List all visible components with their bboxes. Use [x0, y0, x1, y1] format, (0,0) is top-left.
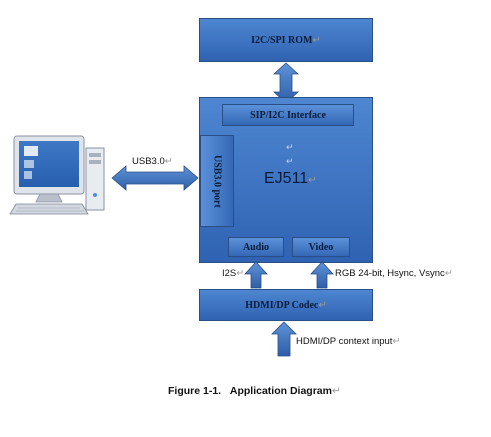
i2s-arrow — [244, 261, 268, 289]
video-box: Video — [292, 237, 350, 257]
hdmi-input-label: HDMI/DP context input↵ — [296, 336, 400, 347]
audio-box: Audio — [228, 237, 284, 257]
caption-title: Application Diagram — [229, 385, 332, 397]
paragraph-mark-icon: ↵ — [164, 156, 173, 167]
usb-link-text: USB3.0 — [132, 156, 165, 167]
paragraph-mark-icon: ↵ — [444, 268, 453, 279]
paragraph-mark-icon: ↵ — [392, 336, 401, 347]
paragraph-mark-icon: ↵ — [331, 385, 341, 397]
usb-arrow — [111, 165, 199, 191]
paragraph-mark-icon: ↵ — [286, 156, 294, 166]
codec-box: HDMI/DP Codec ↵ — [199, 289, 373, 321]
rom-box: I2C/SPI ROM ↵ — [199, 18, 373, 62]
chip-name: EJ511↵ — [264, 170, 317, 188]
paragraph-mark-icon: ↵ — [236, 268, 245, 279]
i2s-link-text: I2S — [222, 268, 237, 279]
computer-icon — [9, 135, 105, 215]
paragraph-mark-icon: ↵ — [286, 142, 294, 152]
usb-link-label: USB3.0↵ — [132, 156, 173, 167]
interface-box: SIP/I2C Interface — [222, 104, 354, 126]
chip-name-text: EJ511 — [264, 170, 309, 187]
i2s-link-label: I2S↵ — [222, 268, 244, 279]
paragraph-mark-icon: ↵ — [318, 299, 327, 311]
rgb-arrow — [310, 261, 334, 289]
hdmi-input-text: HDMI/DP context input — [296, 336, 393, 347]
video-label: Video — [308, 241, 334, 253]
audio-label: Audio — [242, 241, 270, 253]
hdmi-input-arrow — [271, 321, 297, 357]
rgb-link-text: RGB 24-bit, Hsync, Vsync — [335, 268, 445, 279]
usb-port-box: USB3.0 port — [200, 135, 234, 227]
figure-caption: Figure 1-1. Application Diagram↵ — [168, 385, 341, 397]
rom-label: I2C/SPI ROM — [251, 34, 313, 46]
caption-figure: Figure 1-1. — [168, 385, 222, 397]
paragraph-mark-icon: ↵ — [312, 34, 321, 46]
paragraph-mark-icon: ↵ — [308, 175, 317, 186]
interface-label: SIP/I2C Interface — [250, 109, 326, 121]
codec-label: HDMI/DP Codec — [245, 299, 319, 311]
usb-port-label: USB3.0 port — [211, 154, 223, 208]
rgb-link-label: RGB 24-bit, Hsync, Vsync↵ — [335, 268, 453, 279]
